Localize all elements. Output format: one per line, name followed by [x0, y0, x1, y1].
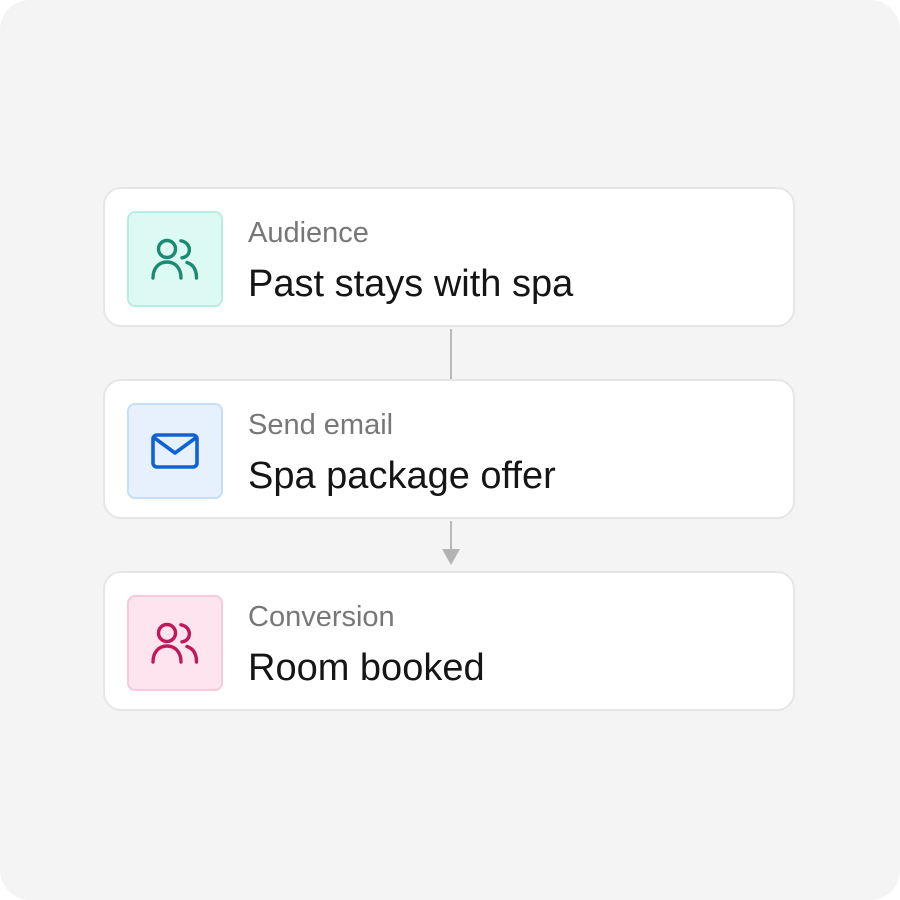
- connector-arrow-line: [450, 521, 452, 555]
- step-value: Spa package offer: [248, 455, 556, 497]
- connector-line: [450, 329, 452, 379]
- flow-step-audience[interactable]: Audience Past stays with spa: [103, 187, 795, 327]
- users-icon: [151, 622, 199, 664]
- flow-step-send-email[interactable]: Send email Spa package offer: [103, 379, 795, 519]
- flow-step-conversion[interactable]: Conversion Room booked: [103, 571, 795, 711]
- step-value: Room booked: [248, 647, 485, 689]
- arrow-head-icon: [442, 549, 460, 565]
- icon-tile: [127, 403, 223, 499]
- icon-tile: [127, 595, 223, 691]
- step-type-label: Send email: [248, 409, 394, 441]
- step-value: Past stays with spa: [248, 263, 574, 305]
- step-type-label: Conversion: [248, 601, 395, 633]
- step-type-label: Audience: [248, 217, 369, 249]
- users-icon: [151, 238, 199, 280]
- envelope-icon: [151, 433, 199, 469]
- icon-tile: [127, 211, 223, 307]
